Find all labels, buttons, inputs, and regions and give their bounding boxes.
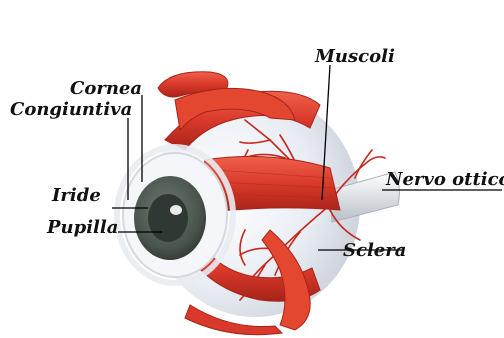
label-cornea: Cornea: [70, 80, 142, 98]
pupil: [148, 194, 188, 242]
label-iride: Iride: [52, 187, 101, 205]
label-muscoli: Muscoli: [315, 48, 395, 66]
label-pupilla: Pupilla: [47, 219, 118, 237]
eye-highlight: [170, 205, 182, 215]
label-sclera: Sclera: [343, 242, 406, 260]
label-nervo-ottico: Nervo ottico: [386, 171, 504, 189]
label-congiuntiva: Congiuntiva: [10, 101, 132, 119]
